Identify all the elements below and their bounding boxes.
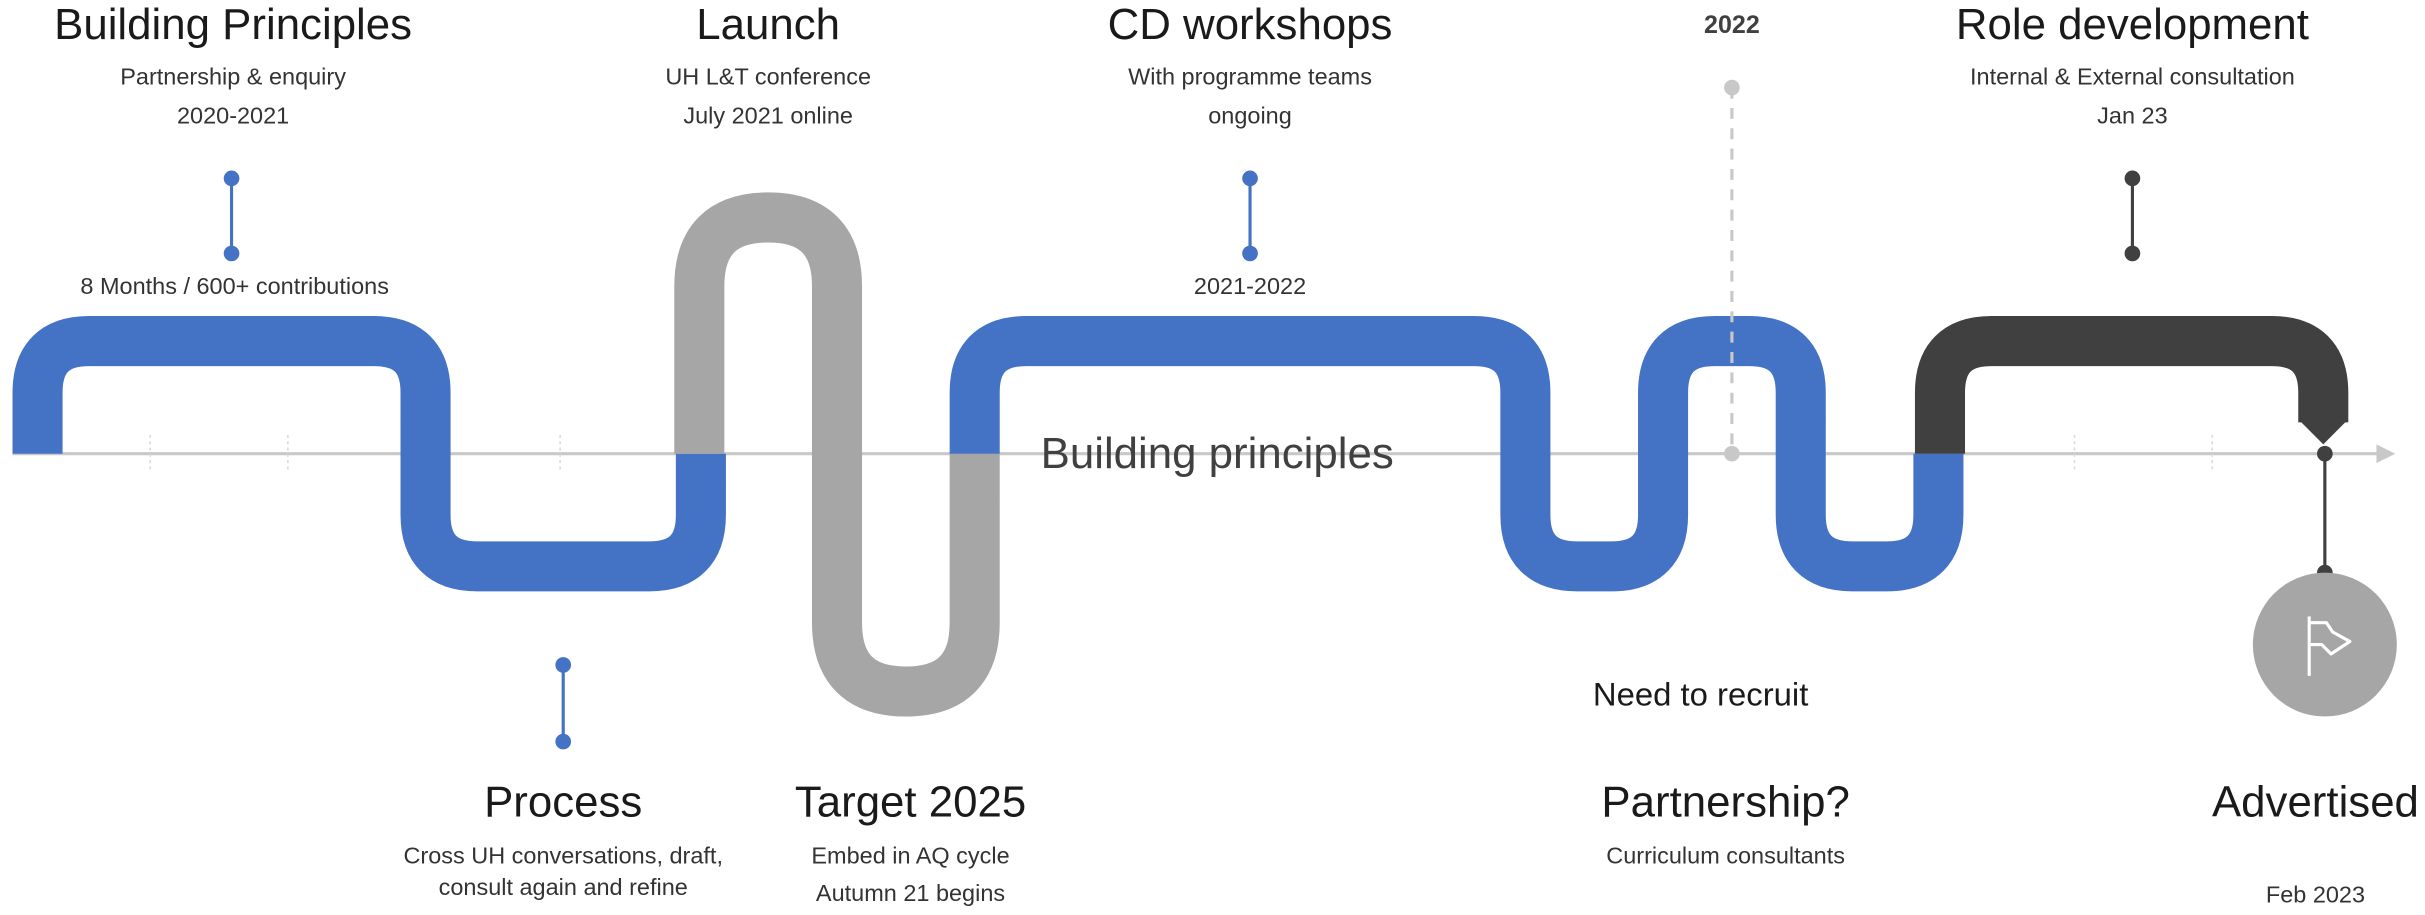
- cd-workshops-title: CD workshops: [1107, 0, 1393, 49]
- axis-ticks: [149, 434, 2213, 473]
- role-development-line1: Internal & External consultation: [1969, 64, 2295, 91]
- role-development-line2: Jan 23: [2097, 103, 2168, 130]
- segment-tips: [400, 409, 2349, 504]
- pin-building-principles: [223, 170, 240, 262]
- advertised-title: Advertised: [2211, 777, 2419, 827]
- pin-cd-workshops: [1242, 170, 1258, 262]
- cd-workshops-line2: ongoing: [1208, 103, 1292, 130]
- need-to-recruit-label: Need to recruit: [1592, 677, 1809, 714]
- process-line1: Cross UH conversations, draft,: [403, 843, 723, 870]
- grey-segment: [674, 192, 1000, 717]
- flag-icon: [2307, 616, 2352, 676]
- launch-title: Launch: [696, 0, 841, 49]
- partnership-title: Partnership?: [1601, 777, 1850, 827]
- advertised-date: Feb 2023: [2265, 882, 2366, 909]
- year-2022-label: 2022: [1704, 12, 1760, 40]
- pin-process: [555, 657, 572, 750]
- pin-2022: [1724, 79, 1740, 462]
- launch-line1: UH L&T conference: [665, 64, 872, 91]
- dark-segment: [1914, 316, 2349, 454]
- cd-workshops-line1: With programme teams: [1128, 64, 1372, 91]
- target-2025-title: Target 2025: [794, 777, 1027, 827]
- timeline-arrowhead: [2376, 444, 2396, 464]
- process-title: Process: [484, 777, 643, 827]
- process-line2: consult again and refine: [438, 874, 688, 902]
- building-principles-title: Building Principles: [54, 0, 413, 49]
- cd-workshops-caption: 2021-2022: [1193, 273, 1307, 301]
- building-principles-caption: 8 Months / 600+ contributions: [80, 273, 389, 301]
- role-development-title: Role development: [1955, 0, 2309, 49]
- partnership-line1: Curriculum consultants: [1606, 843, 1845, 870]
- launch-line2: July 2021 online: [683, 103, 853, 130]
- target-2025-line1: Embed in AQ cycle: [811, 843, 1010, 870]
- blue-segment-1: [12, 316, 726, 592]
- target-2025-line2: Autumn 21 begins: [815, 880, 1006, 908]
- pin-role-development: [2124, 170, 2141, 262]
- pin-advertised: [2317, 445, 2333, 581]
- center-label: Building principles: [1040, 428, 1394, 478]
- blue-segment-2: [949, 316, 1964, 592]
- end-marker-circle: [2252, 572, 2397, 717]
- building-principles-line1: Partnership & enquiry: [120, 64, 346, 91]
- building-principles-line2: 2020-2021: [176, 103, 290, 130]
